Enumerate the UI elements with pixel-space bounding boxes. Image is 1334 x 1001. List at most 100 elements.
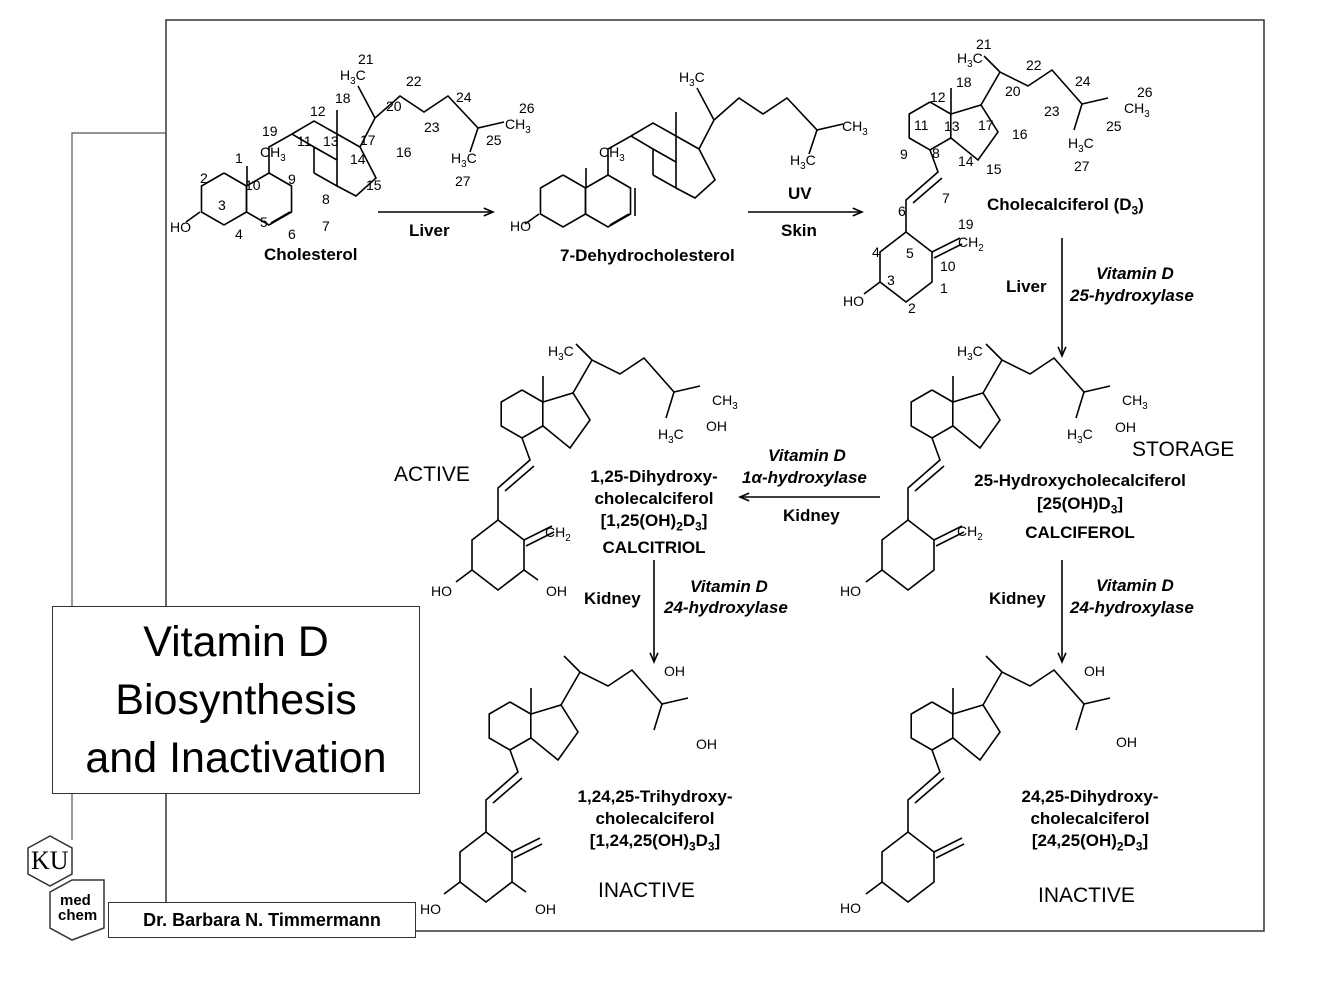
carbon-number: 22 [1026, 57, 1042, 73]
atom-ho: HO [840, 583, 861, 599]
carbon-number: 27 [1074, 158, 1090, 174]
status-storage: STORAGE [1132, 438, 1235, 461]
author-name: Dr. Barbara N. Timmermann [143, 909, 381, 930]
carbon-number: 4 [235, 226, 243, 242]
side-chain-bond [560, 668, 689, 706]
carbon-number: 3 [887, 272, 895, 288]
atom-ch3: CH3 [505, 116, 531, 136]
logo-med-text: med [60, 892, 91, 909]
status-active: ACTIVE [394, 463, 470, 486]
atom-ch2: CH2 [958, 234, 984, 254]
logo-hexagon-bottom [49, 879, 105, 941]
carbon-number: 5 [906, 245, 914, 261]
calciferol-line-3: CALCIFEROL [1025, 523, 1135, 543]
carbon-number: 25 [486, 132, 502, 148]
ring-d-bond [950, 104, 999, 162]
triene-bond [907, 749, 941, 832]
enzyme-24-hydroxylase-a-l2: 24-hydroxylase [664, 598, 788, 617]
exo-methylene-bond [933, 525, 963, 541]
triene-double-bond [912, 177, 943, 204]
ring-d-bond [952, 392, 1001, 450]
calcitriol-line-4: CALCITRIOL [602, 538, 706, 558]
carbon-number: 1 [235, 150, 243, 166]
atom-ch3: CH3 [1124, 100, 1150, 120]
atom-ch3: CH3 [599, 144, 625, 164]
carbon-number: 3 [218, 197, 226, 213]
atom-oh: OH [1084, 663, 1105, 679]
ring-a-bond [539, 174, 587, 228]
atom-ho: HO [840, 900, 861, 916]
carbon-number: 10 [245, 177, 261, 193]
ring-c-top [630, 122, 677, 162]
side-chain-methyl-bond [653, 703, 663, 731]
step-kidney-2: Kidney [584, 589, 641, 608]
carbon-number: 20 [386, 98, 402, 114]
triene-bond [485, 749, 519, 832]
triene-bond [905, 149, 939, 232]
ring-c-close [313, 146, 338, 188]
calciferol-line-2: [25(OH)D3] [1037, 494, 1123, 517]
atom-ho: HO [510, 218, 531, 234]
methyl-21-bond [357, 85, 376, 119]
carbon-number: 18 [956, 74, 972, 90]
atom-oh: OH [1115, 419, 1136, 435]
carbon-number: 24 [456, 89, 472, 105]
exo-methylene-double [513, 843, 543, 859]
atom-h3c: H3C [340, 67, 366, 87]
compound-calcitriol: 1,25-Dihydroxy- cholecalciferol [1,25(OH… [570, 466, 738, 559]
atom-ch2: CH2 [957, 523, 983, 543]
carbon-number: 22 [406, 73, 422, 89]
atom-oh: OH [696, 736, 717, 752]
double-bond-5-6 [609, 213, 630, 226]
atom-h3c: H3C [957, 50, 983, 70]
logo-hexagon-top [27, 835, 73, 887]
ring-d-bond [542, 392, 591, 450]
atom-oh: OH [1116, 734, 1137, 750]
carbon-number: 17 [360, 132, 376, 148]
hydroxyl-bond [443, 881, 461, 895]
carbon-number: 23 [424, 119, 440, 135]
trihydroxy-line-3: [1,24,25(OH)3D3] [589, 831, 721, 854]
compound-24-25-dihydroxy: 24,25-Dihydroxy- cholecalciferol [24,25(… [1000, 786, 1180, 857]
carbon-number: 8 [322, 191, 330, 207]
hydroxyl-bond [863, 281, 881, 295]
triene-bond [497, 437, 531, 520]
carbon-number: 18 [335, 90, 351, 106]
exo-methylene-double [935, 843, 965, 859]
author-box: Dr. Barbara N. Timmermann [108, 902, 416, 938]
atom-h3c: H3C [790, 152, 816, 172]
carbon-number: 10 [940, 258, 956, 274]
side-bracket [71, 132, 166, 606]
atom-h3c: H3C [451, 150, 477, 170]
hydroxyl-1-bond [523, 569, 539, 581]
compound-trihydroxy: 1,24,25-Trihydroxy- cholecalciferol [1,2… [560, 786, 750, 857]
dihydroxy-line-1: 24,25-Dihydroxy- [1021, 787, 1159, 806]
logo-chem-text: chem [58, 907, 98, 924]
hydroxyl-bond [524, 213, 540, 225]
hydroxyl-bond [185, 211, 201, 223]
triene-double-bond [914, 465, 945, 492]
triene-bond [907, 437, 941, 520]
step-skin: Skin [781, 221, 817, 240]
compound-cholesterol: Cholesterol [264, 245, 358, 264]
carbon-number: 21 [976, 36, 992, 52]
exo-methylene-bond [523, 525, 553, 541]
ring-cd-six-bond [910, 389, 954, 439]
title-line-2: Biosynthesis [115, 676, 357, 724]
ring-b-bond [584, 174, 632, 228]
exo-methylene-bond [933, 837, 963, 853]
side-chain-methyl-bond [1075, 391, 1085, 419]
main-frame [165, 19, 1265, 932]
enzyme-24-hydroxylase-b-l2: 24-hydroxylase [1070, 598, 1194, 617]
calciferol-line-1: 25-Hydroxycholecalciferol [974, 471, 1186, 490]
atom-ch3: CH3 [842, 118, 868, 138]
carbon-number: 26 [519, 100, 535, 116]
triene-double-bond [914, 777, 945, 804]
atom-ho: HO [420, 901, 441, 917]
step-kidney-1: Kidney [783, 506, 840, 525]
enzyme-24-hydroxylase-b-l1: Vitamin D [1096, 576, 1174, 595]
side-chain-methyl-bond [808, 129, 818, 155]
atom-h3c: H3C [548, 343, 574, 363]
ring-d-bond [952, 704, 1001, 762]
atom-oh: OH [546, 583, 567, 599]
